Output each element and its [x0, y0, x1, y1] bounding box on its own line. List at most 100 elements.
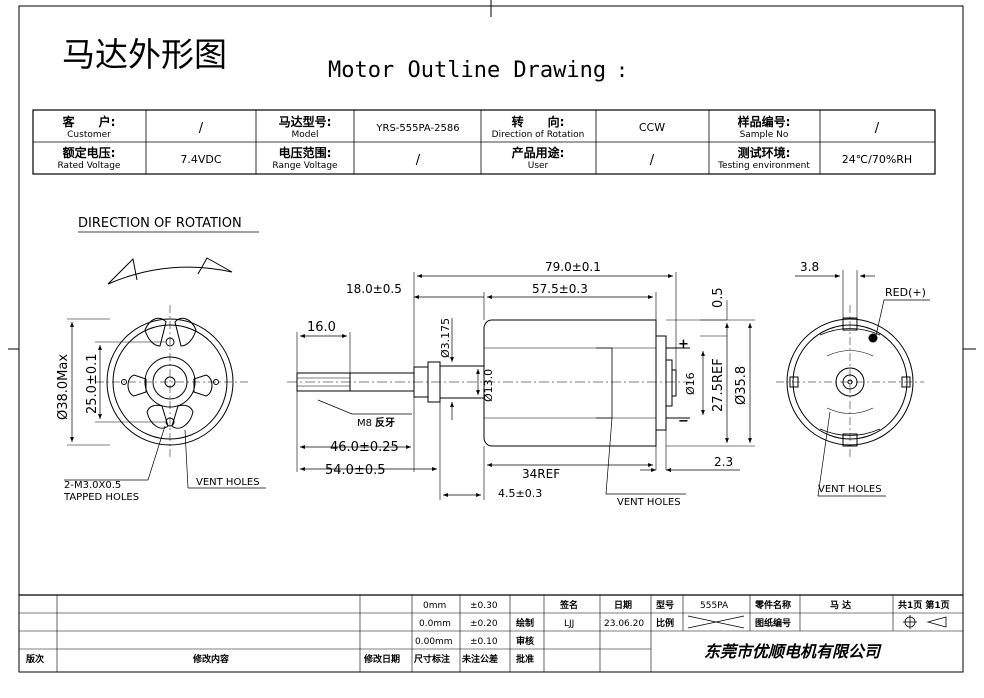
- range-label-en: Range Voltage: [272, 161, 338, 171]
- user-label-en: User: [528, 161, 549, 171]
- title-colon: :: [616, 58, 628, 82]
- red-positive-label: RED(+): [885, 286, 926, 299]
- approve-label: 批准: [516, 653, 534, 665]
- tol-unit-1: 0.0mm: [419, 619, 451, 629]
- type-value: 555PA: [700, 601, 729, 611]
- modification-content-label: 修改内容: [192, 653, 229, 665]
- customer-label-cn: 客 户:: [62, 114, 116, 129]
- model-label-en: Model: [291, 130, 318, 140]
- tapped-holes-spec: 2-M3.0X0.5: [64, 480, 121, 491]
- voltage-label-en: Rated Voltage: [58, 161, 121, 171]
- env-label-en: Testing environment: [717, 161, 810, 171]
- customer-value: /: [199, 121, 204, 136]
- drawing-frame: [8, 0, 976, 673]
- modification-date-label: 修改日期: [363, 653, 400, 665]
- scale-cross-icon: [687, 615, 745, 629]
- range-value: /: [416, 153, 421, 168]
- dim-38r-label: 3.8: [800, 260, 819, 274]
- dim-34-label: 34REF: [522, 467, 560, 481]
- front-view-labels: Ø38.0Max 25.0±0.1 2-M3.0X0.5 TAPPED HOLE…: [56, 353, 260, 503]
- red-terminal-dot-icon: [868, 333, 878, 343]
- side-view-labels: 79.0±0.1 57.5±0.3 18.0±0.5 16.0 Ø3.175 Ø…: [307, 260, 749, 508]
- sample-label-cn: 样品编号:: [738, 114, 791, 129]
- projection-symbol-icon: [903, 615, 947, 629]
- rotation-value: CCW: [639, 121, 665, 134]
- drawn-by-label: 绘制: [516, 617, 534, 629]
- sign-label: 签名: [559, 599, 578, 611]
- side-view: [287, 272, 755, 500]
- drawn-by-name: LJJ: [564, 619, 574, 629]
- part-name-value: 马 达: [830, 599, 851, 611]
- rotation-arc: [107, 266, 233, 285]
- dim-358-label: Ø35.8: [734, 366, 749, 405]
- drawing-number-label: 图纸编号: [755, 617, 791, 629]
- dim-575-label: 57.5±0.3: [532, 282, 588, 296]
- vent-holes-side-label: VENT HOLES: [617, 497, 681, 508]
- voltage-label-cn: 额定电压:: [63, 145, 116, 160]
- direction-title: DIRECTION OF ROTATION: [78, 216, 242, 231]
- diameter-38-label: Ø38.0Max: [56, 354, 71, 420]
- env-label-cn: 测试环境:: [738, 145, 791, 160]
- tol-value-2: ±0.10: [470, 637, 498, 647]
- dimension-label: 尺寸标注: [414, 653, 450, 665]
- rotation-label-cn: 转 向:: [512, 114, 565, 129]
- title-block-grid: [19, 594, 963, 672]
- dim-18-label: 18.0±0.5: [346, 282, 402, 296]
- info-table-text: 客 户: Customer / 马达型号: Model YRS-555PA-25…: [58, 114, 913, 171]
- date-label: 日期: [614, 599, 632, 611]
- page-count: 共1页 第1页: [898, 599, 950, 611]
- m8-reverse-thread-label: 反牙: [375, 416, 395, 429]
- rotation-label-en: Direction of Rotation: [492, 130, 585, 140]
- dim-275-label: 27.5REF: [711, 358, 726, 412]
- vent-holes-rear-label: VENT HOLES: [818, 484, 882, 495]
- tol-unit-2: 0.00mm: [415, 637, 453, 647]
- title-block-text: 0mm ±0.30 0.0mm ±0.20 0.00mm ±0.10 签名 日期…: [25, 599, 950, 665]
- revision-label: 版次: [25, 653, 44, 665]
- dim-46-label: 46.0±0.25: [330, 440, 399, 455]
- dim-79-label: 79.0±0.1: [545, 260, 601, 274]
- scale-label: 比例: [656, 617, 674, 629]
- m8-label: M8: [357, 418, 372, 429]
- env-value: 24℃/70%RH: [842, 153, 912, 166]
- type-label: 型号: [656, 599, 674, 611]
- direction-of-rotation: DIRECTION OF ROTATION: [78, 216, 259, 285]
- user-label-cn: 产品用途:: [512, 145, 565, 160]
- dim-16-label: 16.0: [307, 320, 336, 335]
- sample-value: /: [875, 121, 880, 136]
- dim-54-label: 54.0±0.5: [325, 463, 386, 478]
- rear-view: [776, 270, 930, 497]
- model-value: YRS-555PA-2586: [375, 123, 459, 134]
- part-name-label: 零件名称: [754, 599, 791, 611]
- plus-terminal-label: +: [678, 337, 689, 352]
- tol-value-1: ±0.20: [470, 619, 498, 629]
- dim-13-label: Ø13.0: [482, 369, 495, 402]
- tapped-holes-label: TAPPED HOLES: [63, 492, 139, 503]
- dim-25-label: 25.0±0.1: [85, 353, 100, 414]
- tol-value-0: ±0.30: [470, 601, 498, 611]
- dim-05-label: 0.5: [711, 287, 726, 308]
- untoleranced-label: 未注公差: [461, 653, 498, 665]
- model-label-cn: 马达型号:: [279, 114, 332, 129]
- range-label-cn: 电压范围:: [279, 145, 332, 160]
- title-cn: 马达外形图: [62, 35, 227, 74]
- info-table: [32, 109, 936, 175]
- rotation-arrow-tail-icon: [197, 257, 233, 275]
- dim-phi16-label: Ø16: [684, 372, 697, 395]
- front-view: [64, 305, 266, 489]
- drawn-date: 23.06.20: [604, 619, 644, 629]
- rear-view-labels: 3.8 RED(+) VENT HOLES: [800, 260, 926, 495]
- sample-label-en: Sample No: [740, 130, 789, 140]
- voltage-value: 7.4VDC: [180, 153, 221, 166]
- review-label: 审核: [516, 635, 534, 647]
- minus-terminal-label: −: [678, 414, 689, 429]
- user-value: /: [650, 153, 655, 168]
- dim-45-label: 4.5±0.3: [498, 487, 542, 500]
- company-name: 东莞市优顺电机有限公司: [704, 642, 882, 661]
- dim-23-label: 2.3: [714, 455, 733, 469]
- customer-label-en: Customer: [67, 130, 111, 140]
- rotation-arrow-head-icon: [107, 257, 138, 285]
- vent-holes-front-label: VENT HOLES: [196, 477, 260, 488]
- tol-unit-0: 0mm: [423, 601, 446, 611]
- title-en: Motor Outline Drawing: [328, 58, 606, 83]
